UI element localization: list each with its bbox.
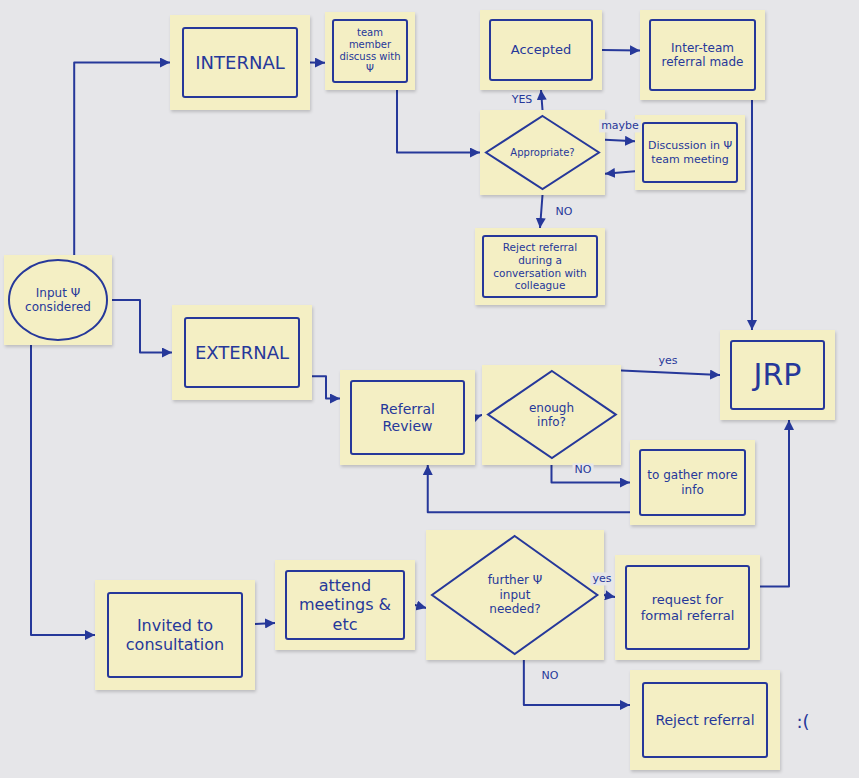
category-box: INTERNAL xyxy=(170,15,310,110)
edge-label: NO xyxy=(554,205,575,218)
connector-arrow xyxy=(524,660,630,705)
text-block: further Ψ input needed? xyxy=(474,573,557,616)
connector-arrow xyxy=(74,63,170,256)
edge-label: NO xyxy=(540,669,561,682)
text-block: Accepted xyxy=(511,42,572,58)
text-block: request for formal referral xyxy=(630,592,745,623)
connector-arrow xyxy=(605,171,635,174)
connector-arrow xyxy=(540,195,543,228)
text-block: Input Ψ considered xyxy=(23,286,94,315)
note-label: :( xyxy=(794,711,811,733)
text-block: enough info? xyxy=(517,401,586,430)
node-text: team member discuss with Ψ xyxy=(337,27,403,75)
connector-arrow xyxy=(415,605,426,608)
text-block: EXTERNAL xyxy=(195,342,289,364)
node-text: Accepted xyxy=(511,42,572,58)
node-text: INTERNAL xyxy=(195,52,284,74)
edge-label: YES xyxy=(510,93,535,106)
connector-arrow xyxy=(751,100,753,330)
node-text: further Ψ input needed? xyxy=(474,573,557,616)
node-text: enough info? xyxy=(517,401,586,430)
start-circle: Input Ψ considered xyxy=(4,255,112,345)
connector-arrow xyxy=(605,140,635,142)
process-box: Referral Review xyxy=(340,370,475,465)
text-block: Discussion in Ψ team meeting xyxy=(647,139,733,165)
node-text: Referral Review xyxy=(355,401,460,435)
connector-arrow xyxy=(112,300,172,353)
node-text: Reject referral xyxy=(655,712,754,729)
connector-group xyxy=(31,50,789,705)
node-text: JRP xyxy=(754,357,802,393)
connector-arrow xyxy=(428,465,630,512)
decision-diamond: further Ψ input needed? xyxy=(426,530,603,660)
text-block: Reject referral during a conversation wi… xyxy=(487,241,593,291)
node-text: EXTERNAL xyxy=(195,342,289,364)
connector-arrow xyxy=(602,49,640,52)
connector-arrow xyxy=(604,595,615,597)
text-block: to gather more info xyxy=(644,468,741,497)
node-text: attend meetings & etc xyxy=(290,576,400,634)
process-box: Reject referral during a conversation wi… xyxy=(475,228,605,305)
node-text: Invited to consultation xyxy=(112,616,238,654)
diamond-line xyxy=(488,371,616,458)
node-text: Discussion in Ψ team meeting xyxy=(647,139,733,165)
connector-arrow xyxy=(621,370,720,375)
node-text: request for formal referral xyxy=(630,592,745,623)
edge-label: maybe xyxy=(599,119,641,132)
text-block: team member discuss with Ψ xyxy=(337,27,403,75)
node-text: to gather more info xyxy=(644,468,741,497)
process-box: request for formal referral xyxy=(615,555,760,660)
text-block: attend meetings & etc xyxy=(290,576,400,634)
connector-arrow xyxy=(31,345,95,635)
decision-diamond: Appropriate? xyxy=(480,110,605,195)
process-box: Discussion in Ψ team meeting xyxy=(635,115,745,190)
connector-arrow xyxy=(397,90,480,153)
category-box: Invited to consultation xyxy=(95,580,255,690)
diamond-line xyxy=(432,536,597,654)
text-block: Inter-team referral made xyxy=(654,41,751,70)
category-box: EXTERNAL xyxy=(172,305,312,400)
node-text: Reject referral during a conversation wi… xyxy=(487,241,593,291)
node-text: Input Ψ considered xyxy=(23,286,94,315)
decision-diamond: enough info? xyxy=(482,365,622,464)
node-text: Appropriate? xyxy=(510,147,574,159)
edge-label: yes xyxy=(656,354,679,367)
connector-arrow xyxy=(475,415,482,418)
text-block: Appropriate? xyxy=(510,147,574,159)
text-block: Referral Review xyxy=(355,401,460,435)
diamond-line xyxy=(486,116,599,189)
process-box: to gather more info xyxy=(630,440,755,525)
connector-arrow xyxy=(310,62,325,64)
text-block: JRP xyxy=(754,357,802,393)
process-box: Accepted xyxy=(480,10,602,90)
text-block: INTERNAL xyxy=(195,52,284,74)
edge-label: yes xyxy=(590,572,613,585)
process-box: team member discuss with Ψ xyxy=(325,12,415,90)
process-box: Inter-team referral made xyxy=(640,10,765,100)
circle-line xyxy=(9,260,107,340)
connector-arrow xyxy=(255,623,275,624)
connector-arrow xyxy=(312,376,340,398)
text-block: Reject referral xyxy=(655,712,754,729)
edge-label: NO xyxy=(573,463,594,476)
node-text: Inter-team referral made xyxy=(654,41,751,70)
process-box: attend meetings & etc xyxy=(275,560,415,650)
target-box: JRP xyxy=(720,330,835,420)
end-box: Reject referral xyxy=(630,670,780,770)
text-block: Invited to consultation xyxy=(112,616,238,654)
connector-arrow xyxy=(541,90,543,110)
connector-arrow xyxy=(760,420,789,587)
